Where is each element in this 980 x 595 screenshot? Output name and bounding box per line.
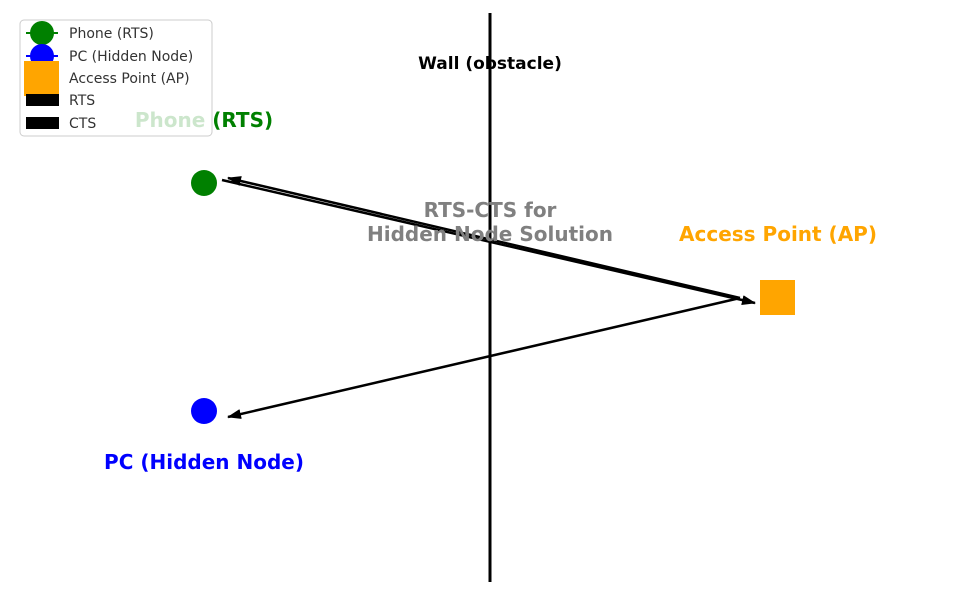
legend-cts-label: CTS xyxy=(69,116,96,132)
legend-cts-marker xyxy=(26,117,59,129)
legend-rts-marker xyxy=(26,94,59,106)
legend-rts-label: RTS xyxy=(69,93,95,109)
cts-arrow xyxy=(221,178,756,305)
center-title-line1: RTS-CTS for xyxy=(424,198,557,222)
pc-label: PC (Hidden Node) xyxy=(104,450,304,474)
access-point-label: Access Point (AP) xyxy=(679,222,877,246)
legend-pc-label: PC (Hidden Node) xyxy=(69,49,193,65)
rts-arrow xyxy=(227,176,741,300)
ap-to-pc-arrow xyxy=(227,296,741,419)
phone-node xyxy=(191,170,217,196)
access-point-node xyxy=(760,280,795,315)
wall-label: Wall (obstacle) xyxy=(418,54,562,74)
legend: Phone (RTS) PC (Hidden Node) Access Poin… xyxy=(19,19,213,137)
legend-phone-marker xyxy=(30,21,54,45)
legend-ap-label: Access Point (AP) xyxy=(69,71,190,87)
legend-box xyxy=(19,19,213,137)
pc-node xyxy=(191,398,217,424)
legend-ap-marker xyxy=(24,61,59,96)
center-title-line2: Hidden Node Solution xyxy=(367,222,613,246)
legend-phone-label: Phone (RTS) xyxy=(69,26,154,42)
